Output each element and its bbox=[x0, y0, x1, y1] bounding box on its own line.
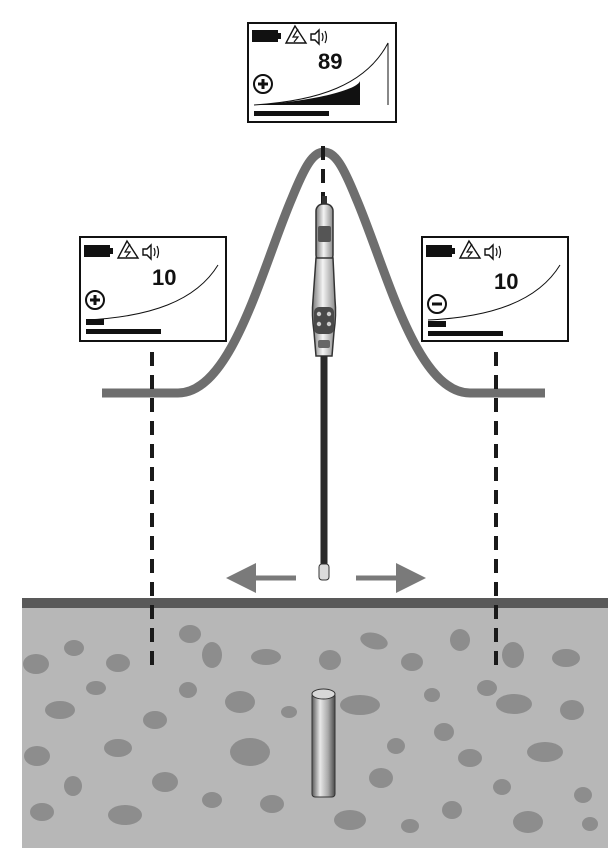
display-left: 10 bbox=[79, 236, 227, 342]
battery-icon bbox=[426, 245, 455, 257]
battery-icon bbox=[252, 30, 281, 42]
ground-section bbox=[22, 598, 608, 848]
minus-icon bbox=[427, 294, 447, 314]
signal-level-bar bbox=[86, 319, 104, 325]
ground-surface-line bbox=[22, 598, 608, 608]
signal-reading: 10 bbox=[494, 269, 518, 294]
baseline-bar bbox=[254, 111, 329, 116]
display-right: 10 bbox=[421, 236, 569, 342]
signal-level-bar bbox=[428, 321, 446, 327]
lightning-icon bbox=[458, 239, 482, 259]
lightning-icon bbox=[284, 24, 308, 44]
plus-icon bbox=[85, 290, 105, 310]
response-curve bbox=[427, 264, 561, 321]
ground-stones bbox=[23, 625, 598, 833]
locator-wand bbox=[311, 196, 337, 581]
baseline-bar bbox=[86, 329, 161, 334]
speaker-icon bbox=[484, 243, 502, 261]
signal-reading: 10 bbox=[152, 265, 176, 290]
baseline-bar bbox=[428, 331, 503, 336]
speaker-icon bbox=[310, 28, 328, 46]
response-curve bbox=[85, 264, 219, 321]
lightning-icon bbox=[116, 239, 140, 259]
signal-level-fill bbox=[254, 81, 360, 105]
signal-reading: 89 bbox=[318, 49, 342, 74]
speaker-icon bbox=[142, 243, 160, 261]
response-curve bbox=[253, 42, 389, 106]
display-center: 89 bbox=[247, 22, 397, 123]
buried-pipe bbox=[311, 688, 336, 798]
plus-icon bbox=[253, 74, 273, 94]
battery-icon bbox=[84, 245, 113, 257]
